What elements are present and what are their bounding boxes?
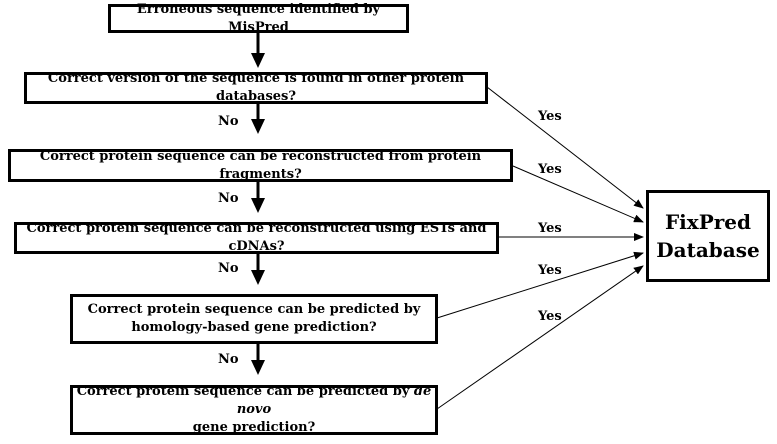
yes-arrow-4 xyxy=(436,251,644,319)
yes-arrow-1 xyxy=(486,86,644,209)
no-label-4: No xyxy=(218,352,239,367)
step-box-protein-fragments: Correct protein sequence can be reconstr… xyxy=(8,149,513,182)
step-text-ests-cdnas: Correct protein sequence can be reconstr… xyxy=(26,221,487,254)
step-box-de-novo-prediction: Correct protein sequence can be predicte… xyxy=(70,383,438,435)
no-label-1: No xyxy=(218,114,239,129)
down-arrow-4 xyxy=(251,253,265,285)
yes-label-5: Yes xyxy=(538,309,562,324)
step-text-denovo-prefix: Correct protein sequence can be predicte… xyxy=(76,384,414,399)
yes-arrow-2 xyxy=(512,165,644,223)
down-arrow-1 xyxy=(251,32,265,68)
yes-label-2: Yes xyxy=(538,162,562,177)
step-text-homology-line1: Correct protein sequence can be predicte… xyxy=(87,302,421,317)
step-text-protein-fragments: Correct protein sequence can be reconstr… xyxy=(39,148,482,182)
step-text-homology-line2: homology-based gene prediction? xyxy=(131,320,377,335)
step-box-other-databases: Correct version of the sequence is found… xyxy=(24,71,488,104)
database-title-line1: FixPred xyxy=(664,210,751,234)
no-label-3: No xyxy=(218,261,239,276)
step-box-ests-cdnas: Correct protein sequence can be reconstr… xyxy=(14,221,499,254)
step-text-denovo-italic: de novo xyxy=(236,384,432,417)
down-arrow-5 xyxy=(251,343,265,375)
yes-label-3: Yes xyxy=(538,221,562,236)
step-text-denovo-line1: Correct protein sequence can be predicte… xyxy=(73,383,435,419)
step-text-other-databases: Correct version of the sequence is found… xyxy=(47,71,465,104)
down-arrow-2 xyxy=(251,103,265,134)
down-arrow-3 xyxy=(251,181,265,213)
yes-label-4: Yes xyxy=(538,263,562,278)
step-text-mispred: Erroneous sequence identified by MisPred xyxy=(136,1,381,35)
step-box-homology-prediction: Correct protein sequence can be predicte… xyxy=(70,294,438,344)
database-title-line2: Database xyxy=(656,238,760,262)
no-label-2: No xyxy=(218,191,239,206)
step-text-denovo-line2: gene prediction? xyxy=(192,420,316,435)
fixpred-database-box: FixPred Database xyxy=(646,190,770,282)
yes-arrow-5 xyxy=(436,265,644,410)
yes-label-1: Yes xyxy=(538,109,562,124)
step-box-mispred: Erroneous sequence identified by MisPred xyxy=(108,2,409,35)
